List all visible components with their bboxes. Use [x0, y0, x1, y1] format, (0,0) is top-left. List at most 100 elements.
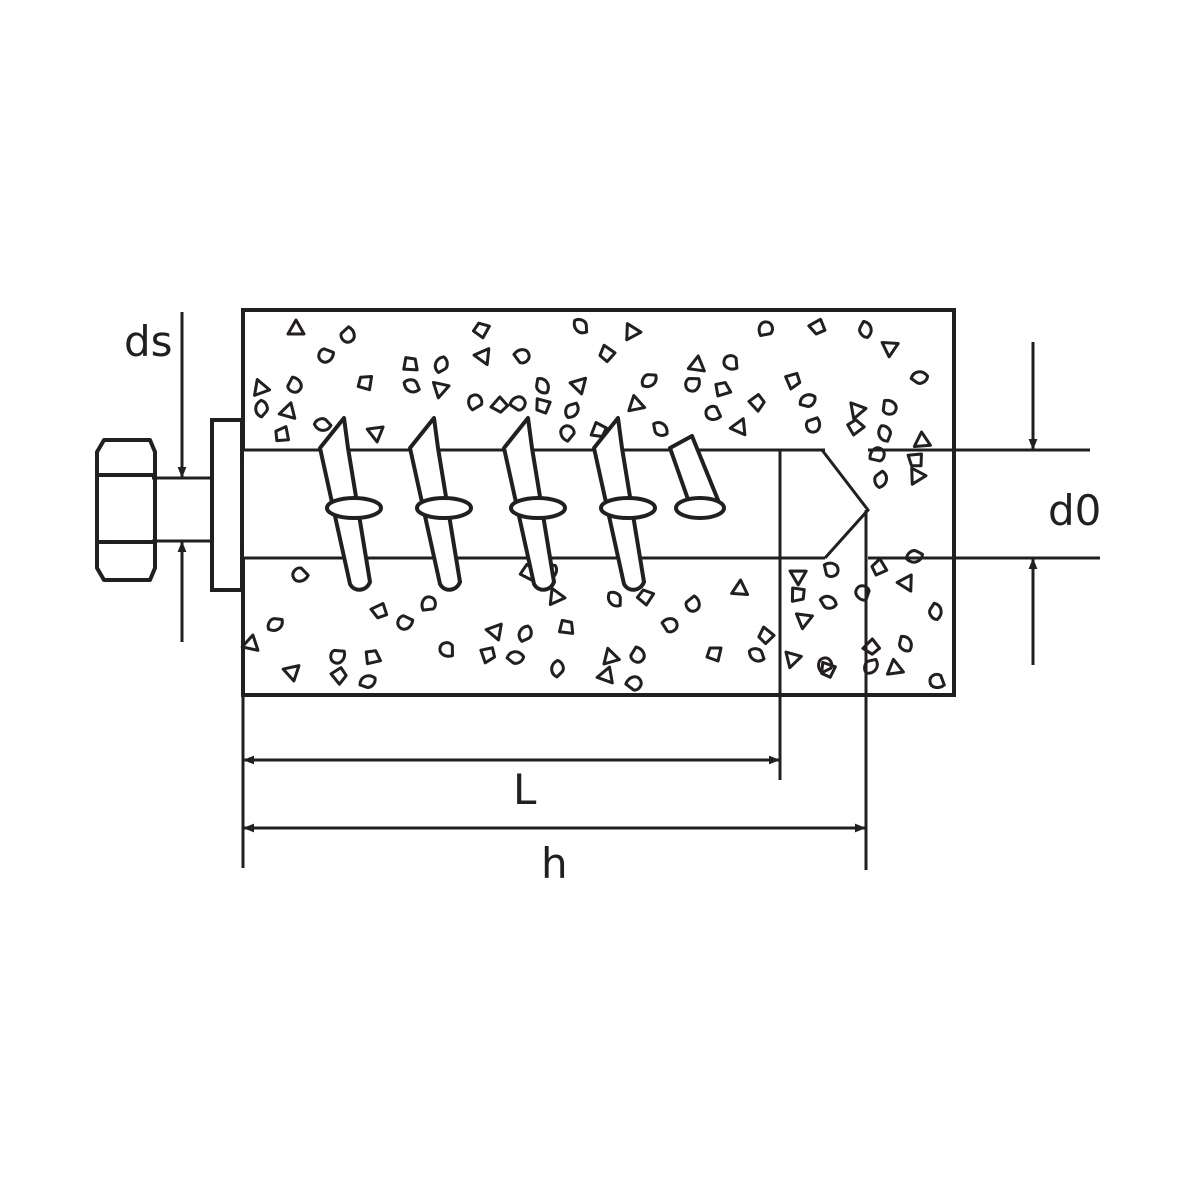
aggregate-pebble [757, 320, 774, 337]
aggregate-pebble [895, 573, 913, 593]
thread-flight [502, 416, 567, 592]
aggregate-pebble [548, 586, 567, 606]
aggregate-pebble [798, 393, 817, 408]
aggregate-pebble [595, 665, 614, 685]
aggregate-pebble [365, 425, 385, 444]
thread-tip [668, 434, 726, 520]
aggregate-pebble [807, 317, 827, 336]
aggregate-pebble [281, 664, 301, 683]
h-label: h [541, 839, 568, 888]
aggregate-pebble [625, 322, 643, 342]
aggregate-pebble [640, 373, 658, 388]
aggregate-pebble [358, 674, 377, 689]
aggregate-pebble [928, 672, 946, 690]
screw-threads [318, 416, 726, 592]
thread-flight [318, 416, 383, 592]
aggregate-pebble [784, 650, 803, 670]
aggregate-pebble [822, 561, 840, 578]
aggregate-pebble [861, 637, 882, 656]
aggregate-pebble [240, 633, 260, 652]
d0-label: d0 [1048, 486, 1101, 535]
aggregate-pebble [747, 647, 766, 663]
aggregate-pebble [286, 375, 303, 394]
aggregate-pebble [906, 452, 923, 468]
aggregate-pebble [550, 658, 565, 679]
aggregate-pebble [910, 466, 928, 486]
aggregate-pebble [728, 417, 747, 437]
aggregate-pebble [253, 377, 272, 397]
aggregate-pebble [881, 398, 898, 416]
aggregate-pebble [339, 325, 356, 344]
aggregate-pebble [794, 612, 814, 631]
aggregate-pebble [433, 355, 449, 375]
aggregate-pebble [329, 666, 348, 686]
aggregate-pebble [880, 340, 900, 359]
aggregate-pebble [898, 634, 913, 653]
washer [210, 418, 244, 592]
aggregate-pebble [788, 569, 808, 587]
aggregate-pebble [291, 566, 310, 583]
aggregate-pebble [369, 602, 389, 620]
aggregate-pebble [505, 650, 526, 665]
aggregate-pebble [704, 404, 723, 421]
aggregate-pebble [714, 381, 733, 398]
aggregate-pebble [438, 641, 454, 658]
aggregate-pebble [312, 417, 333, 432]
aggregate-pebble [722, 354, 739, 371]
aggregate-pebble [479, 646, 497, 665]
aggregate-pebble [909, 370, 930, 385]
aggregate-pebble [757, 625, 776, 646]
aggregate-pebble [572, 317, 589, 335]
aggregate-pebble [686, 354, 706, 373]
aggregate-pebble [467, 393, 484, 412]
ds-label: ds [124, 317, 173, 366]
hex-head [95, 438, 157, 582]
aggregate-pebble [420, 595, 437, 612]
aggregate-pebble [912, 430, 932, 448]
aggregate-pebble [790, 586, 806, 603]
aggregate-pebble [873, 469, 888, 489]
aggregate-pebble [266, 617, 284, 632]
shank [152, 476, 212, 543]
aggregate-pebble [472, 347, 491, 367]
aggregate-pebble [846, 418, 866, 437]
length-dimensions [241, 510, 868, 870]
aggregate-pebble [877, 424, 892, 443]
aggregate-pebble [747, 393, 766, 413]
aggregate-pebble [820, 660, 837, 679]
aggregate-pebble [652, 421, 669, 437]
aggregate-pebble [629, 645, 646, 664]
aggregate-pebble [286, 318, 306, 336]
d0-dimension [868, 342, 1100, 665]
aggregate-pebble [564, 401, 580, 419]
aggregate-pebble [508, 395, 527, 412]
aggregate-pebble [804, 416, 822, 434]
aggregate-pebble [568, 376, 588, 396]
aggregate-pebble [849, 401, 868, 421]
aggregate-pebble [517, 624, 533, 643]
aggregate-pebble [254, 398, 269, 419]
thread-flight [408, 416, 473, 592]
aggregate-pebble [818, 594, 838, 610]
aggregate-pebble [329, 648, 347, 665]
aggregate-pebble [624, 675, 643, 692]
aggregate-pebble [684, 377, 701, 393]
aggregate-pebble [928, 601, 943, 622]
aggregate-pebble [535, 377, 550, 395]
aggregate-pebble [602, 646, 621, 666]
aggregate-pebble [705, 646, 723, 663]
aggregate-pebble [730, 578, 750, 597]
aggregate-pebble [635, 588, 656, 607]
aggregate-pebble [274, 425, 291, 443]
aggregate-pebble [627, 394, 647, 413]
ds-dimension [152, 312, 212, 642]
aggregate-pebble [885, 657, 905, 676]
aggregate-pebble [489, 395, 510, 414]
aggregate-pebble [512, 348, 531, 365]
aggregate-pebble [684, 594, 701, 613]
aggregate-pebble [364, 649, 382, 666]
aggregate-pebble [557, 618, 575, 635]
aggregate-pebble [356, 375, 374, 392]
aggregate-texture [240, 317, 946, 692]
